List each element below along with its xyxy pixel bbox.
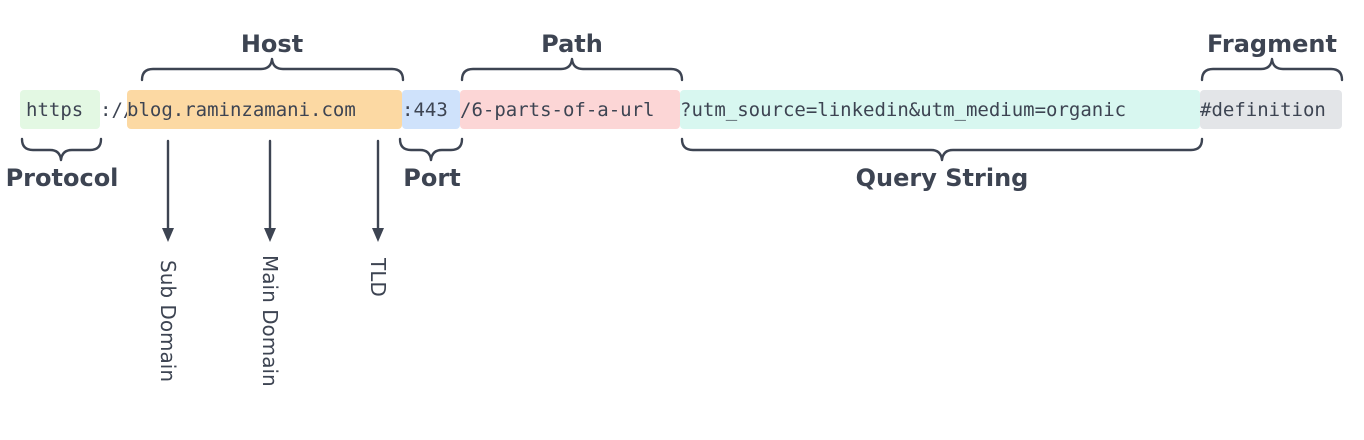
port-label: Port bbox=[403, 164, 461, 192]
protocol-separator: :// bbox=[100, 98, 135, 121]
url-string: https :// blog.raminzamani.com :443 /6-p… bbox=[20, 90, 1342, 129]
query-string-label: Query String bbox=[855, 164, 1029, 192]
query-bracket bbox=[680, 137, 1204, 162]
sub-domain-arrowhead bbox=[162, 228, 174, 242]
fragment-segment: #definition bbox=[1200, 90, 1342, 129]
fragment-bracket bbox=[1200, 57, 1344, 82]
main-domain-arrowhead bbox=[264, 228, 276, 242]
host-label: Host bbox=[240, 30, 304, 58]
path-bracket bbox=[460, 57, 684, 82]
tld-label: TLD bbox=[366, 258, 390, 297]
port-segment: :443 bbox=[402, 90, 460, 129]
sub-domain-label: Sub Domain bbox=[156, 260, 180, 383]
protocol-bracket bbox=[20, 137, 103, 162]
host-bracket bbox=[140, 57, 405, 82]
query-segment: ?utm_source=linkedin&utm_medium=organic bbox=[680, 90, 1200, 129]
protocol-segment: https bbox=[20, 90, 100, 129]
tld-arrowhead bbox=[372, 228, 384, 242]
main-domain-label: Main Domain bbox=[258, 255, 282, 387]
fragment-label: Fragment bbox=[1207, 30, 1337, 58]
path-segment: /6-parts-of-a-url bbox=[460, 90, 680, 129]
protocol-label: Protocol bbox=[5, 164, 119, 192]
path-label: Path bbox=[541, 30, 603, 58]
port-bracket bbox=[398, 137, 464, 162]
arrowheads bbox=[162, 228, 384, 242]
host-segment: blog.raminzamani.com bbox=[127, 90, 402, 129]
